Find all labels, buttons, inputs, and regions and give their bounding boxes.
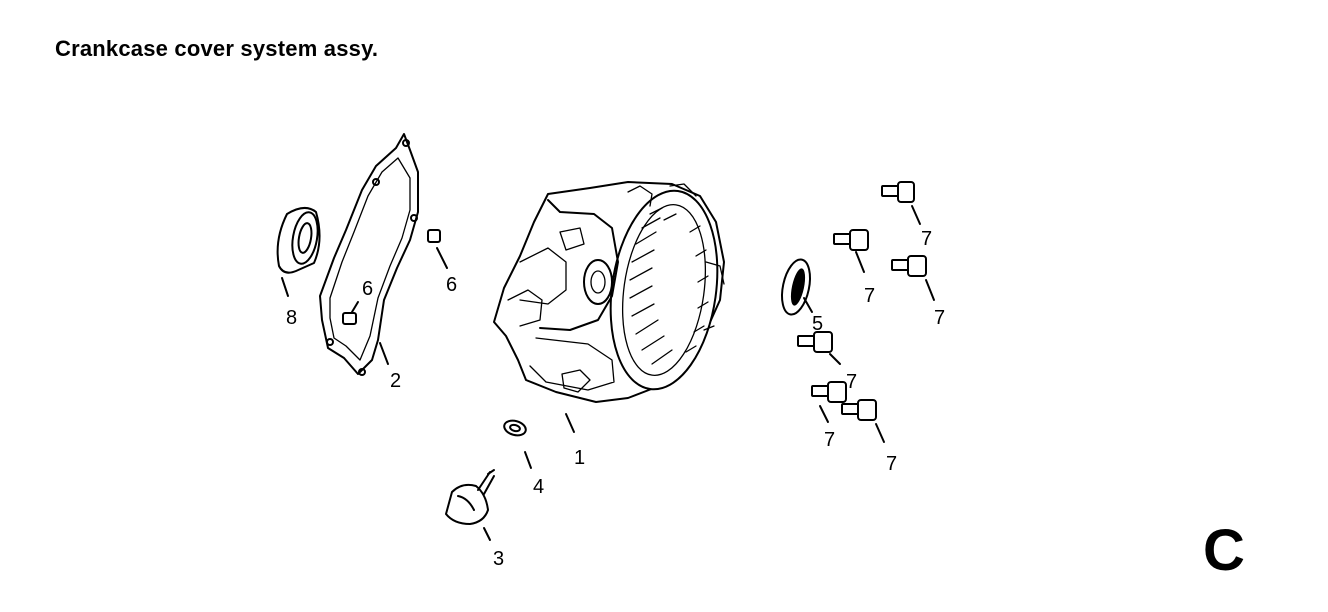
part-7-bolts — [797, 181, 935, 443]
part-1-crankcase-cover — [493, 181, 725, 433]
part-3-plug — [445, 469, 495, 541]
part-5-oil-seal — [781, 258, 813, 316]
callout-7d: 7 — [846, 371, 857, 393]
callout-6a: 6 — [362, 278, 373, 300]
callout-5: 5 — [812, 313, 823, 335]
callout-7c: 7 — [934, 307, 945, 329]
bolt-7d — [797, 331, 841, 365]
bolt-7c — [891, 255, 935, 301]
diagram-title: Crankcase cover system assy. — [55, 36, 379, 61]
part-8-oil-seal — [276, 207, 321, 297]
callout-1: 1 — [574, 447, 585, 469]
bolt-7a — [881, 181, 921, 225]
part-4-washer — [503, 419, 532, 469]
callout-7b: 7 — [864, 285, 875, 307]
callout-7a: 7 — [921, 228, 932, 250]
callout-6b: 6 — [446, 274, 457, 296]
callout-7e: 7 — [824, 429, 835, 451]
callout-2: 2 — [390, 370, 401, 392]
callout-3: 3 — [493, 548, 504, 570]
bolt-7e — [811, 381, 847, 423]
callout-4: 4 — [533, 476, 544, 498]
callout-8: 8 — [286, 307, 297, 329]
part-6-dowel-pins — [342, 229, 448, 325]
callout-7f: 7 — [886, 453, 897, 475]
part-2-gasket — [319, 133, 419, 376]
section-letter: C — [1203, 518, 1245, 583]
bolt-7f — [841, 399, 885, 443]
bolt-7b — [833, 229, 869, 273]
